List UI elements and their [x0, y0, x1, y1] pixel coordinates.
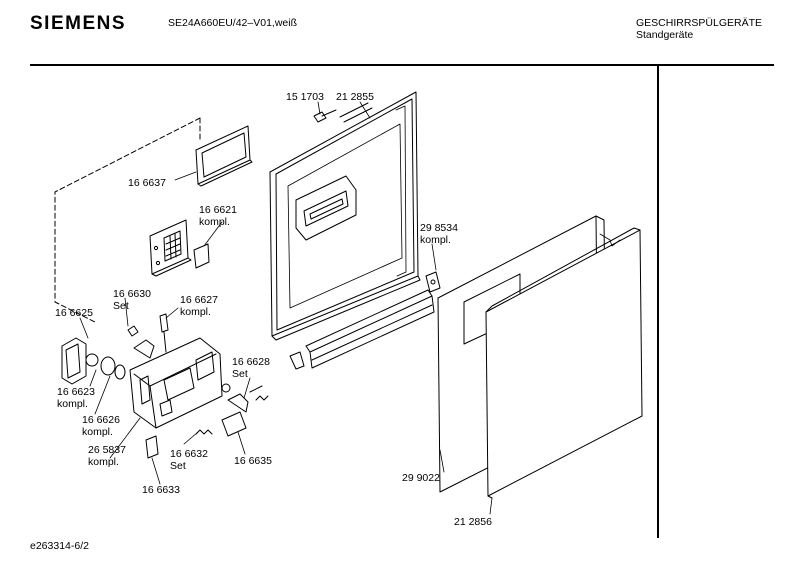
header-rule — [30, 64, 774, 66]
assembly-dashed-outline — [54, 117, 201, 323]
brand-logo: SIEMENS — [30, 13, 127, 34]
control-unit — [129, 337, 223, 429]
door-handle — [61, 337, 87, 385]
part-label: 16 6637 — [128, 177, 166, 189]
gasket-frame — [195, 125, 253, 187]
part-label: 15 1703 — [286, 91, 324, 103]
part-label: 16 6635 — [234, 455, 272, 467]
bottom-seal-strip — [289, 289, 435, 370]
lock-pin — [159, 313, 169, 353]
spring-lever — [127, 325, 155, 359]
leader-lines — [79, 101, 493, 515]
model-number: SE24A660EU/42–V01,weiß — [168, 17, 297, 29]
sensor-clip — [145, 435, 159, 459]
category-subtitle: Standgeräte — [636, 29, 694, 41]
handle-rings — [85, 353, 126, 380]
part-label: 21 2855 — [336, 91, 374, 103]
margin-rule — [657, 66, 659, 538]
screw — [313, 109, 337, 123]
part-label: 16 6625 — [55, 307, 93, 319]
part-label: 29 9022 — [402, 472, 440, 484]
hinge-bracket — [425, 271, 441, 293]
springs — [195, 395, 269, 435]
document-id: e263314-6/2 — [30, 540, 89, 552]
latch-set — [221, 383, 263, 413]
inner-door-panel — [269, 91, 421, 341]
part-label: 21 2856 — [454, 516, 492, 528]
micro-switch — [221, 411, 247, 437]
part-label: 16 6633 — [142, 484, 180, 496]
category-title: GESCHIRRSPÜLGERÄTE — [636, 17, 763, 29]
dispenser-cover — [149, 219, 210, 277]
front-panel — [485, 227, 643, 499]
